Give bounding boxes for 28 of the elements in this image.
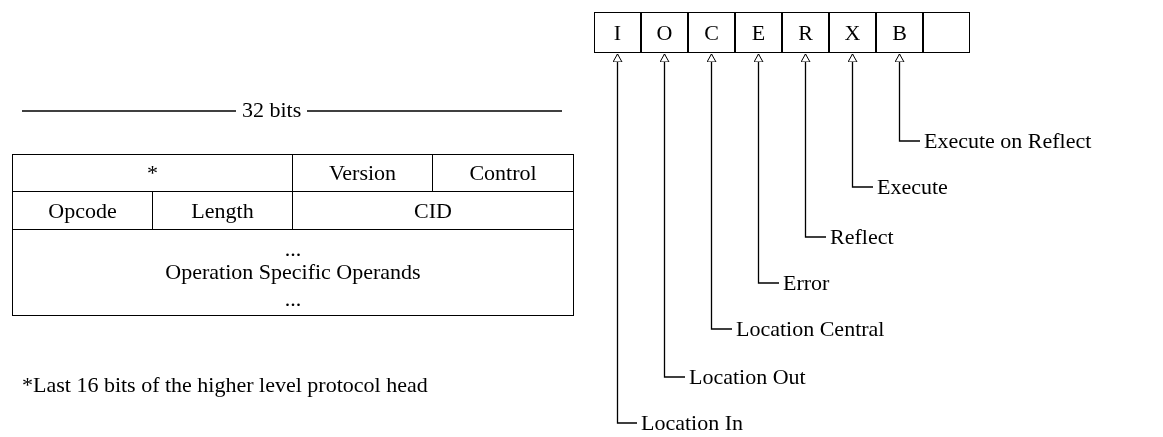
ellipsis-text: ... — [283, 286, 303, 312]
ellipsis-text: ... — [283, 236, 303, 262]
flag-label: Location Central — [736, 316, 885, 342]
leader-arrow — [800, 53, 827, 238]
leader-arrow — [612, 53, 638, 424]
bit-flag-cell: X — [829, 12, 876, 53]
footnote: *Last 16 bits of the higher level protocol head — [22, 372, 428, 398]
header-field: * — [12, 154, 293, 192]
leader-arrow — [706, 53, 733, 330]
header-field: Control — [432, 154, 574, 192]
bit-flag-cell: C — [688, 12, 735, 53]
flag-label: Error — [783, 270, 830, 296]
flag-label: Location Out — [689, 364, 806, 390]
flag-label: Execute on Reflect — [924, 128, 1092, 154]
leader-arrow — [847, 53, 874, 188]
empty-bit-cell — [923, 12, 970, 53]
bit-flag-cell: R — [782, 12, 829, 53]
leader-arrow — [753, 53, 780, 284]
flag-label: Execute — [877, 174, 948, 200]
flag-label: Location In — [641, 410, 744, 436]
bit-flag-cell: E — [735, 12, 782, 53]
bit-flag-cell: O — [641, 12, 688, 53]
bit-flag-cell: I — [594, 12, 641, 53]
bit-flag-cell: B — [876, 12, 923, 53]
field-name: Operation Specific Operands — [164, 259, 422, 285]
leader-arrow — [659, 53, 686, 378]
flag-label: Reflect — [830, 224, 894, 250]
leader-arrow — [894, 53, 921, 142]
